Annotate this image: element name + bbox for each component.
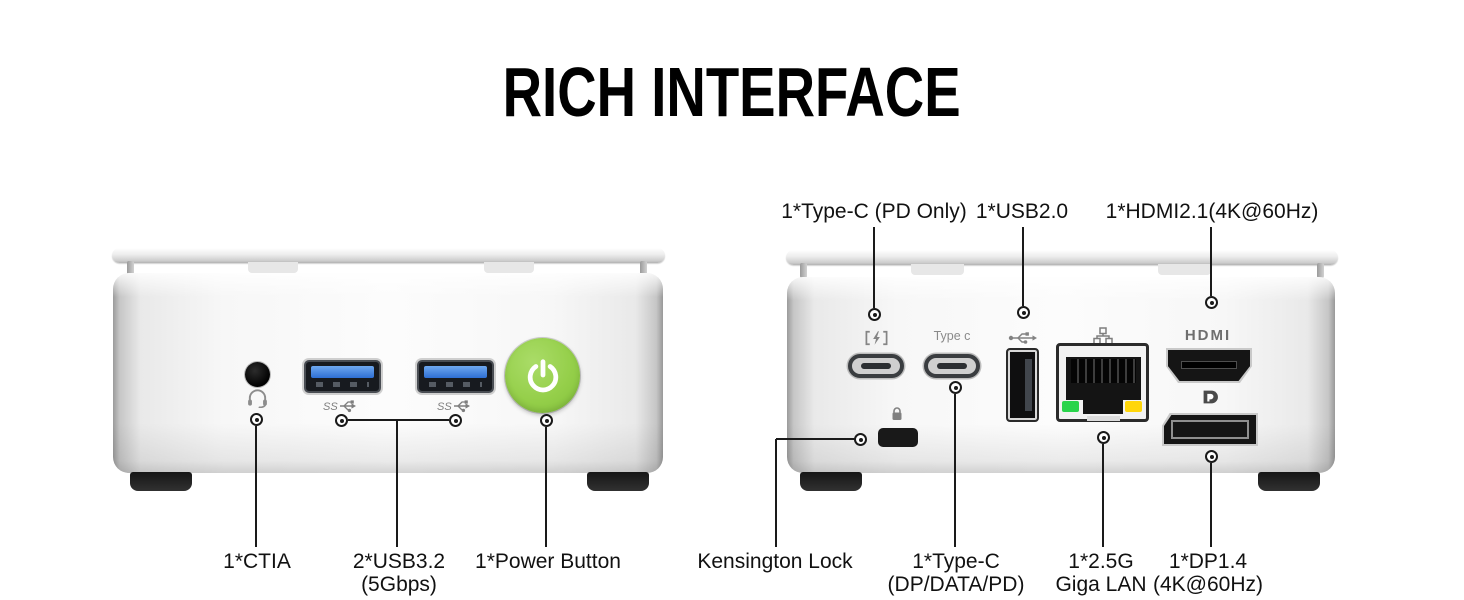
- callout-line-kensington: [775, 439, 777, 547]
- front-lid-tab-left: [248, 262, 298, 273]
- power-button: [505, 338, 580, 413]
- ss-text: SS: [437, 401, 452, 413]
- kensington-slot: [878, 428, 918, 447]
- rear-lid-pin-right: [1317, 263, 1324, 278]
- callout-dot-usb2: [449, 414, 462, 427]
- label-usb20: 1*USB2.0: [975, 200, 1069, 223]
- label-dp-line1: 1*DP1.4: [1168, 550, 1248, 573]
- callout-line-typec-dp: [954, 394, 956, 547]
- callout-dot-lan: [1097, 431, 1110, 444]
- callout-line-kensington-h: [776, 438, 855, 440]
- lan-port-pins: [1071, 359, 1136, 383]
- usb3-port-1: [304, 360, 381, 393]
- label-kensington: Kensington Lock: [660, 550, 890, 573]
- callout-dot-power: [540, 414, 553, 427]
- callout-line-lan: [1102, 444, 1104, 547]
- dp-cavity: [1164, 415, 1256, 444]
- lan-led-green: [1062, 401, 1079, 412]
- usb3-port-2: [417, 360, 494, 393]
- callout-dot-kensington: [854, 433, 867, 446]
- usb-ss-icon-1: SS: [323, 400, 356, 413]
- headset-icon: [248, 389, 267, 408]
- callout-line-power: [545, 427, 547, 547]
- label-usb32-line1: 2*USB3.2: [352, 550, 446, 573]
- label-typec-dp: 1*Type-C (DP/DATA/PD): [841, 550, 1071, 596]
- usb3-tongue: [424, 366, 487, 378]
- label-ctia-line1: 1*CTIA: [223, 550, 291, 573]
- label-dp: 1*DP1.4 (4K@60Hz): [1093, 550, 1323, 596]
- headphone-jack: [245, 362, 270, 387]
- rear-lid-tab-right: [1158, 264, 1211, 275]
- label-ctia: 1*CTIA: [142, 550, 372, 573]
- front-lid: [112, 248, 665, 263]
- front-lid-tab-right: [484, 262, 534, 273]
- power-icon: [527, 358, 558, 392]
- lock-icon: [892, 407, 902, 420]
- callout-line-dp: [1210, 463, 1212, 547]
- rear-lid: [786, 250, 1338, 265]
- label-power-line1: 1*Power Button: [475, 550, 621, 573]
- label-dp-line2: (4K@60Hz): [1152, 573, 1263, 596]
- front-lid-pin-left: [127, 261, 134, 276]
- lan-bottom-tab: [1087, 416, 1120, 421]
- typec-port-text: Type c: [933, 329, 971, 343]
- callout-line-usb20: [1022, 227, 1024, 306]
- usb-icon: [1008, 332, 1037, 344]
- lan-led-yellow: [1125, 401, 1142, 412]
- label-typec-pd: 1*Type-C (PD Only): [781, 200, 967, 223]
- dp-port: [1162, 413, 1258, 446]
- typec-pd-port: [848, 354, 904, 378]
- usb3-pins: [316, 382, 369, 387]
- label-hdmi21: 1*HDMI2.1(4K@60Hz): [1105, 200, 1319, 223]
- label-power: 1*Power Button: [433, 550, 663, 573]
- label-lan-line1: 1*2.5G: [1068, 550, 1134, 573]
- front-foot-left: [130, 472, 192, 491]
- dp-tongue-outline: [1171, 420, 1249, 439]
- ss-text: SS: [323, 401, 338, 413]
- rear-foot-left: [800, 472, 862, 491]
- rear-lid-tab-left: [911, 264, 964, 275]
- callout-dot-typec-pd: [868, 308, 881, 321]
- page-title: RICH INTERFACE: [502, 53, 962, 131]
- callout-dot-dp: [1205, 450, 1218, 463]
- battery-charge-icon: [865, 330, 888, 346]
- label-lan-line2: Giga LAN: [1055, 573, 1147, 596]
- callout-line-ctia: [255, 426, 257, 547]
- callout-line-hdmi21: [1210, 227, 1212, 296]
- rear-foot-right: [1258, 472, 1320, 491]
- typec-dp-port: [924, 354, 980, 378]
- callout-dot-usb20: [1017, 306, 1030, 319]
- callout-dot-hdmi21: [1205, 296, 1218, 309]
- usb2-port: [1006, 348, 1039, 422]
- rear-lid-pin-left: [800, 263, 807, 278]
- front-chassis: [113, 273, 663, 473]
- label-usb32: 2*USB3.2 (5Gbps): [284, 550, 514, 596]
- displayport-logo-icon: [1203, 390, 1218, 404]
- label-typec-dp-line2: (DP/DATA/PD): [887, 573, 1025, 596]
- callout-dot-ctia: [250, 413, 263, 426]
- lan-port-latch: [1083, 398, 1123, 414]
- label-usb32-line2: (5Gbps): [361, 573, 437, 596]
- hdmi-port: [1166, 348, 1252, 383]
- label-lan: 1*2.5G Giga LAN: [986, 550, 1216, 596]
- front-lid-pin-right: [640, 261, 647, 276]
- hdmi-slot: [1181, 361, 1237, 369]
- label-typec-dp-line1: 1*Type-C: [912, 550, 1000, 573]
- callout-line-usb-h: [348, 419, 449, 421]
- callout-dot-typec-dp: [949, 381, 962, 394]
- usb-ss-icon-2: SS: [437, 400, 470, 413]
- usb3-pins: [429, 382, 482, 387]
- callout-line-usb: [396, 421, 398, 547]
- label-kensington-line1: Kensington Lock: [697, 550, 853, 573]
- usb2-tongue: [1025, 359, 1032, 411]
- callout-line-typec-pd: [873, 227, 875, 308]
- callout-dot-usb1: [335, 414, 348, 427]
- usb3-tongue: [311, 366, 374, 378]
- hdmi-logo: HDMI: [1184, 327, 1232, 344]
- front-foot-right: [587, 472, 649, 491]
